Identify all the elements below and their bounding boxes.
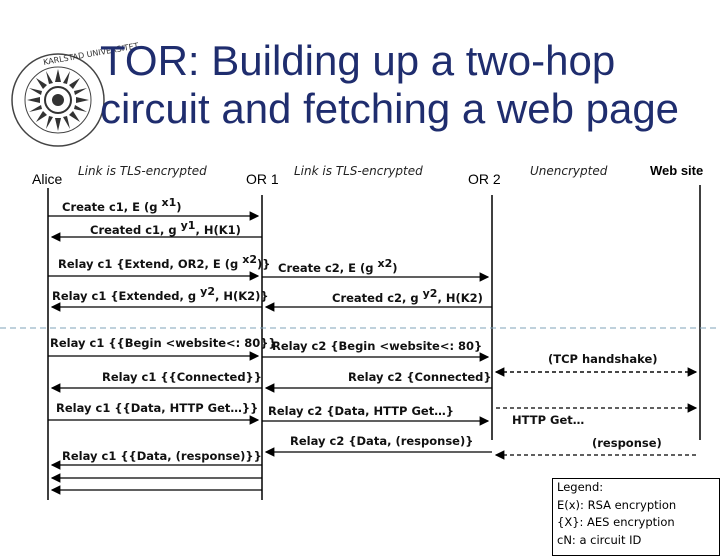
msg-relay-connected-c1: Relay c1 {{Connected}}: [102, 370, 262, 384]
link-label-alice-or1: Link is TLS-encrypted: [78, 164, 207, 178]
msg-relay-begin-c1: Relay c1 {{Begin <website<: 80}}: [50, 336, 277, 350]
msg-create-c2: Create c2, E (g x2): [278, 257, 398, 275]
msg-created-c1: Created c1, g y1, H(K1): [90, 219, 241, 237]
msg-http-get: HTTP Get…: [512, 413, 585, 427]
msg-created-c2: Created c2, g y2, H(K2): [332, 287, 483, 305]
msg-relay-data-c1: Relay c1 {{Data, HTTP Get…}}: [56, 401, 259, 415]
msg-relay-extended: Relay c1 {Extended, g y2, H(K2)}: [52, 285, 269, 303]
msg-relay-data-c2: Relay c2 {Data, HTTP Get…}: [268, 404, 454, 418]
participant-or1: OR 1: [246, 171, 279, 187]
participant-alice: Alice: [32, 171, 63, 187]
legend-aes: {X}: AES encryption: [557, 515, 675, 529]
msg-relay-resp-c1: Relay c1 {{Data, (response)}}: [62, 449, 262, 463]
title-line-2: circuit and fetching a web page: [100, 85, 680, 132]
msg-tcp-handshake: (TCP handshake): [548, 352, 658, 366]
link-label-or1-or2: Link is TLS-encrypted: [294, 164, 423, 178]
legend-rsa: E(x): RSA encryption: [557, 497, 677, 512]
participant-or2: OR 2: [468, 171, 501, 187]
msg-response: (response): [592, 436, 662, 450]
legend-title: Legend:: [557, 480, 604, 494]
legend-circuit-id: cN: a circuit ID: [557, 532, 642, 547]
msg-relay-begin-c2: Relay c2 {Begin <website<: 80}: [272, 339, 483, 353]
participant-website: Web site: [650, 163, 704, 178]
link-label-or2-web: Unencrypted: [530, 164, 608, 178]
title-line-1: TOR: Building up a two-hop: [100, 37, 616, 84]
msg-relay-extend: Relay c1 {Extend, OR2, E (g x2)}: [58, 253, 271, 271]
msg-relay-resp-c2: Relay c2 {Data, (response)}: [290, 434, 474, 448]
legend: Legend: E(x): RSA encryption {X}: AES en…: [552, 478, 720, 556]
msg-create-c1: Create c1, E (g x1): [62, 196, 182, 214]
msg-relay-connected-c2: Relay c2 {Connected}: [348, 370, 492, 384]
